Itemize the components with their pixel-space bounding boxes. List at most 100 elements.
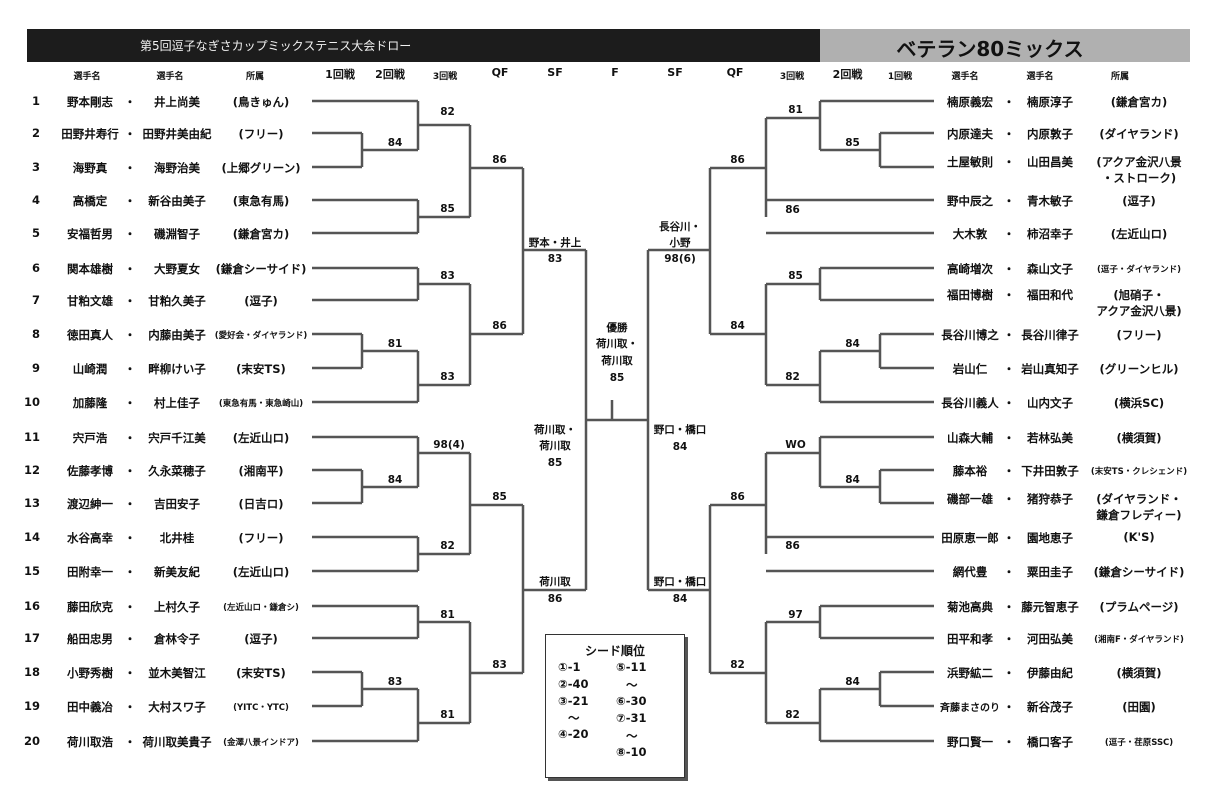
entry-number: 10 [23,395,40,409]
name-separator: ・ [124,632,136,646]
champion-line1: 荷川取・ [596,338,638,350]
header-qf-right: QF [726,66,744,79]
score-left-r3: 82 [440,106,455,118]
right-entry-row: 網代豊・粟田圭子(鎌倉シーサイド) [936,564,1196,584]
header-player1-right: 選手名 [951,72,979,82]
player1-name: 佐藤孝博 [67,464,113,478]
club-name: (左近山ロ・鎌倉シ) [223,603,299,613]
header-player2-left: 選手名 [156,72,184,82]
club-name: (湘南平) [238,464,284,478]
entry-number: 20 [23,734,40,748]
score-left-r2: 84 [387,474,403,486]
club-name: (左近山ロ) [1110,227,1168,241]
score-left-qf: 86 [492,154,507,166]
seed-3: ③-21 [558,694,589,708]
sf-right-bottom-score: 84 [672,593,688,605]
name-separator: ・ [1003,464,1015,478]
player1-name: 甘粕文雄 [67,294,113,308]
player1-name: 荷川取浩 [67,735,113,749]
player2-name: 田野井美由紀 [142,127,212,141]
club-name: (グリーンヒル) [1099,362,1179,376]
header-r1-right: 1回戦 [887,72,913,82]
club-name: (左近山ロ) [232,431,290,445]
player2-name: 宍戸千江美 [148,431,206,445]
champion-label: 優勝 [606,322,628,334]
club-name: (金澤八景インドア) [223,738,299,748]
player2-name: 伊藤由紀 [1027,666,1073,680]
header-club-left: 所属 [245,72,264,82]
player2-name: 大村スワ子 [148,700,206,714]
right-entry-row: 菊池高典・藤元智恵子(プラムページ) [936,599,1196,619]
player1-name: 網代豊 [952,565,988,579]
player2-name: 楠原淳子 [1027,95,1073,109]
player2-name: 新美友紀 [154,565,200,579]
player2-name: 新谷由美子 [148,194,206,208]
score-right-r3-lower: 82 [785,709,800,721]
player1-name: 加藤隆 [72,396,108,410]
player1-name: 田附幸一 [67,565,113,579]
score-right-qf: 86 [730,491,745,503]
sf-right-top-score: 98(6) [664,253,696,265]
club-name: (フリー) [238,531,284,545]
entry-number: 19 [23,699,40,713]
right-entry-row: 福田博樹・福田和代(旭硝子・アクア金沢八景) [936,287,1196,318]
player2-name: 大野夏女 [154,262,200,276]
seed-tilde-1: 〜 [568,711,580,725]
club-name: (鎌倉宮カ) [1110,95,1168,109]
club-name: (末安TS) [236,362,286,376]
club-name: (鎌倉シーサイド) [1093,565,1185,579]
player1-name: 野本剛志 [67,95,113,109]
name-separator: ・ [1003,127,1015,141]
score-right-r3: 97 [788,609,803,621]
player2-name: 磯淵智子 [154,227,200,241]
name-separator: ・ [1003,262,1015,276]
club-name: (逗子・荏原SSC) [1104,738,1174,748]
player2-name: 柿沼幸子 [1027,227,1073,241]
name-separator: ・ [124,227,136,241]
player1-name: 田野井寿行 [61,127,119,141]
entry-number: 8 [31,327,40,341]
name-separator: ・ [1003,632,1015,646]
right-entry-row: 高崎増次・森山文子(逗子・ダイヤランド) [936,261,1196,281]
header-sf-left: SF [547,66,563,79]
entry-number: 15 [23,564,40,578]
player2-name: 福田和代 [1027,288,1073,302]
name-separator: ・ [1003,531,1015,545]
sf-right-top-line1: 長谷川・ [659,221,701,233]
score-left-r3: 83 [440,371,455,383]
player2-name: 森山文子 [1027,262,1073,276]
header-r2-right: 2回戦 [832,68,863,81]
score-right-r3: 81 [788,104,803,116]
header-player2-right: 選手名 [1026,72,1054,82]
player1-name: 内原達夫 [947,127,993,141]
club-name: (愛好会・ダイヤランド) [214,331,308,341]
seed-tilde-2: 〜 [626,678,638,692]
seed-7: ⑦-31 [616,711,647,725]
score-left-qf: 86 [492,320,507,332]
club-name: (東急有馬) [232,194,290,208]
player2-name: 長谷川律子 [1021,328,1079,342]
header-club-right: 所属 [1110,72,1129,82]
category-title: ベテラン80ミックス [896,37,1084,61]
club-name: (田園) [1122,700,1156,714]
player2-name: 畔柳けい子 [148,362,206,376]
name-separator: ・ [124,262,136,276]
player1-name: 野中辰之 [947,194,993,208]
score-left-qf: 83 [492,659,507,671]
entry-number: 14 [23,530,40,544]
player1-name: 楠原義宏 [947,95,993,109]
player2-name: 内藤由美子 [148,328,206,342]
player1-name: 小野秀樹 [67,666,113,680]
player1-name: 高橋定 [72,194,108,208]
player2-name: 若林弘美 [1027,431,1073,445]
player2-name: 青木敏子 [1027,194,1073,208]
sf-left-bottom-score: 86 [547,593,563,605]
